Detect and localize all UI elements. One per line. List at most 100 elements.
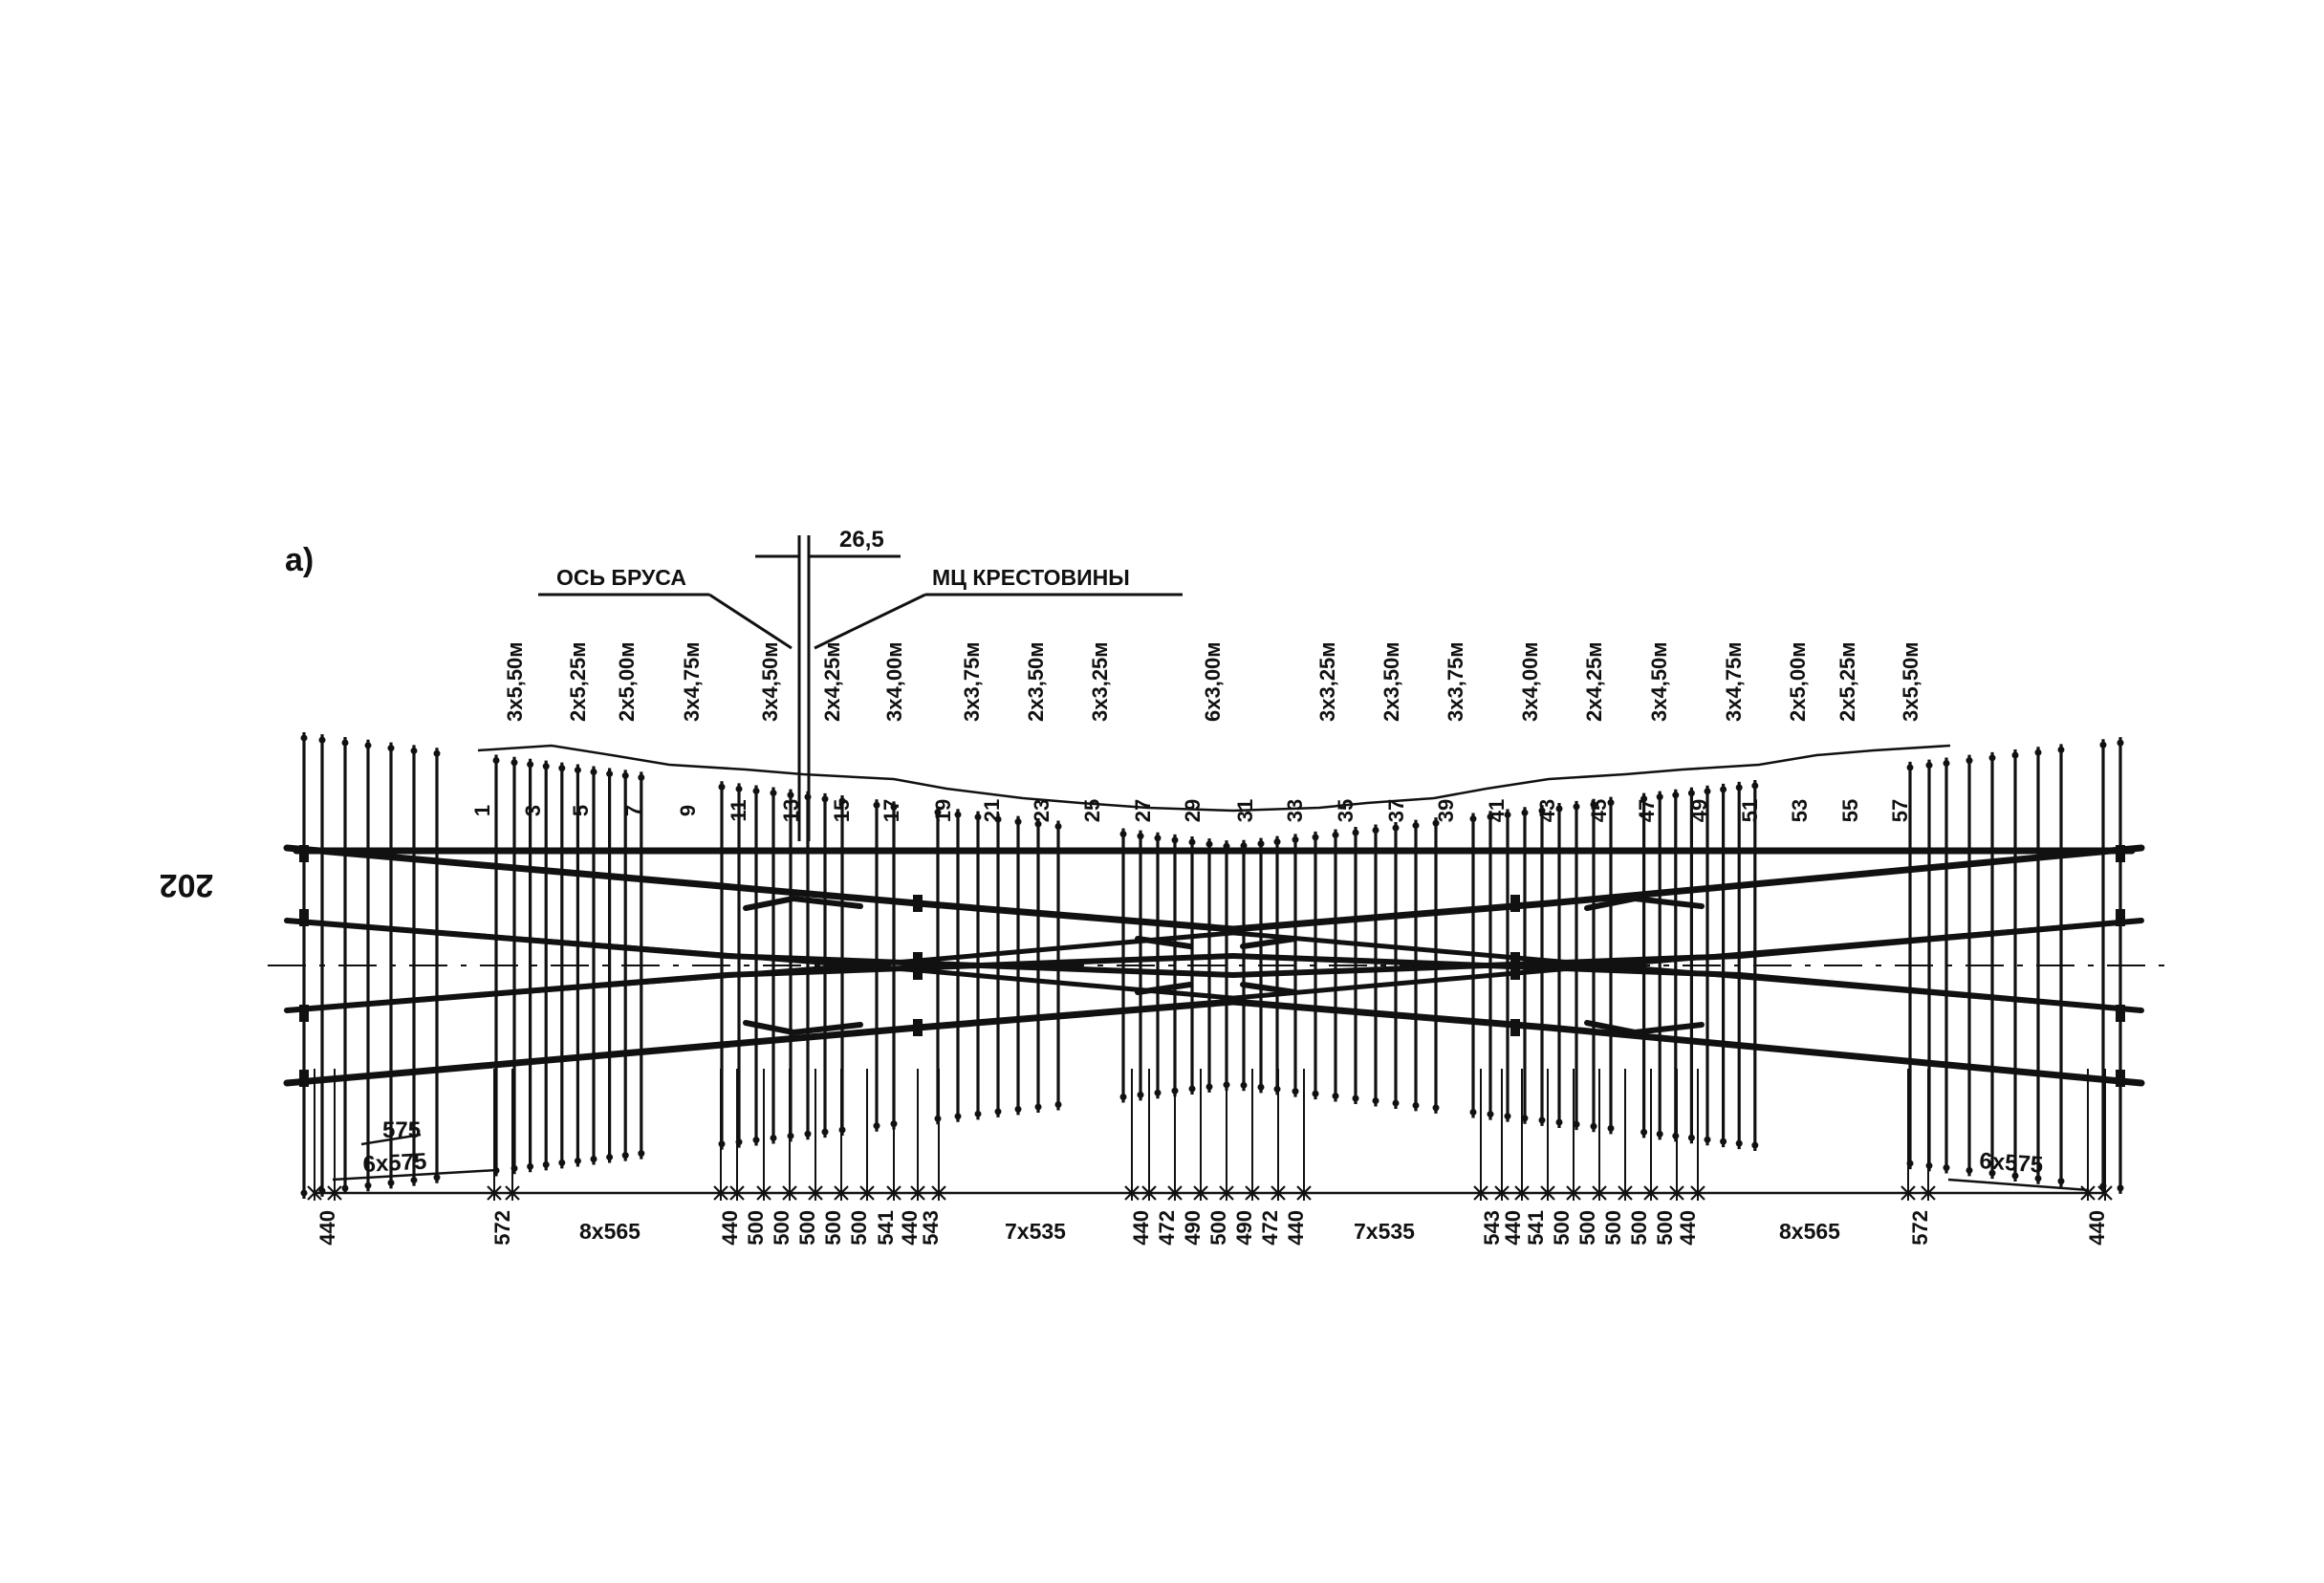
tie-end bbox=[1372, 1096, 1379, 1104]
spacing-dimension-label: 8х565 bbox=[1779, 1219, 1840, 1244]
spacing-dimension-label: 500 bbox=[1206, 1210, 1230, 1246]
rail bbox=[1229, 998, 2145, 1087]
tie-end bbox=[2057, 746, 2065, 753]
frog-center-label: МЦ КРЕСТОВИНЫ bbox=[932, 565, 1130, 590]
tie-end bbox=[1704, 1136, 1711, 1143]
bar-group-brace bbox=[477, 744, 1951, 813]
tie-end bbox=[1188, 1085, 1196, 1093]
rail-joint bbox=[913, 895, 923, 912]
tie-end bbox=[1432, 1104, 1440, 1112]
tie-end bbox=[1640, 1128, 1648, 1136]
tie-end bbox=[1687, 1134, 1695, 1141]
bar-number-label: 27 bbox=[1131, 799, 1155, 822]
tie-end bbox=[1240, 1081, 1248, 1089]
bar-length-group-label: 3х4,00м bbox=[882, 641, 906, 722]
tie-end bbox=[1119, 1093, 1127, 1100]
tie-end bbox=[1054, 823, 1062, 831]
bar-number-label: 3 bbox=[521, 805, 545, 816]
rail bbox=[1584, 1020, 1705, 1035]
dimension-tick bbox=[1494, 1185, 1510, 1201]
tie-end bbox=[873, 1122, 880, 1130]
rail-joint bbox=[1510, 1019, 1520, 1036]
leaders bbox=[538, 535, 1183, 841]
tie-end bbox=[1687, 790, 1695, 797]
rail bbox=[743, 1020, 863, 1035]
tie-end bbox=[1966, 1166, 1973, 1174]
spacing-dimension-label: 500 bbox=[795, 1210, 819, 1246]
detail-dimension-left-single: 575 bbox=[382, 1117, 421, 1143]
bar-length-group-label: 2х5,25м bbox=[1835, 641, 1859, 722]
tie-end bbox=[1720, 786, 1727, 793]
tie-end bbox=[590, 1156, 597, 1163]
spacing-dimension-label: 472 bbox=[1155, 1210, 1179, 1246]
spacing-dimension-label: 500 bbox=[1550, 1210, 1574, 1246]
bar-axis-label: ОСЬ БРУСА bbox=[556, 565, 686, 590]
tie-end bbox=[1014, 818, 1022, 826]
spacing-dimension-label: 500 bbox=[821, 1210, 845, 1246]
dimension-tick bbox=[808, 1185, 823, 1201]
tie-end bbox=[1573, 1120, 1580, 1128]
tie-end bbox=[1538, 1117, 1546, 1124]
tie-end bbox=[770, 1134, 777, 1141]
dimension-tick bbox=[756, 1185, 771, 1201]
bar-length-group-label: 3х3,75м bbox=[960, 641, 984, 722]
tie-end bbox=[821, 1128, 829, 1136]
rail-joint bbox=[1510, 963, 1520, 980]
tie-end bbox=[1312, 834, 1319, 841]
tie-end bbox=[934, 809, 942, 816]
tie-end bbox=[1014, 1105, 1022, 1113]
tie-end bbox=[1943, 1164, 1950, 1172]
tie-end bbox=[1332, 1093, 1339, 1100]
tie-end bbox=[1672, 792, 1680, 799]
bar-numbers: 1357911131517192123252729313335373941434… bbox=[470, 799, 1912, 822]
dimension-tick bbox=[1124, 1185, 1140, 1201]
tie-end bbox=[1487, 1111, 1494, 1118]
tie-end bbox=[1292, 835, 1299, 843]
tie-end bbox=[838, 797, 846, 805]
dimension-tick bbox=[1245, 1185, 1260, 1201]
tie-end bbox=[1412, 822, 1420, 830]
tie-end bbox=[574, 1157, 581, 1164]
spacing-dimension-label: 7х535 bbox=[1354, 1219, 1415, 1244]
tie-end bbox=[752, 1137, 760, 1144]
spacing-dimension-label: 7х535 bbox=[1005, 1219, 1066, 1244]
dimension-tick bbox=[1566, 1185, 1581, 1201]
tie-end bbox=[1672, 1132, 1680, 1139]
rail bbox=[1240, 936, 1298, 949]
bar-number-label: 29 bbox=[1181, 799, 1205, 822]
bar-number-label: 5 bbox=[569, 805, 593, 816]
tie-end bbox=[638, 1150, 645, 1158]
bar-length-group-label: 2х3,50м bbox=[1379, 641, 1403, 722]
tie-end bbox=[1925, 762, 1933, 770]
bar-length-group-label: 2х3,50м bbox=[1024, 641, 1048, 722]
bar-number-label: 51 bbox=[1738, 799, 1762, 822]
dimension-tick bbox=[327, 1185, 342, 1201]
offset-dimension-label: 26,5 bbox=[839, 527, 884, 553]
tie-end bbox=[2117, 1184, 2124, 1192]
tie-end bbox=[1521, 1115, 1529, 1122]
tie-end bbox=[770, 790, 777, 797]
dimension-tick bbox=[1643, 1185, 1659, 1201]
dimension-tick bbox=[1900, 1185, 1916, 1201]
rail bbox=[1230, 918, 2144, 978]
bar-number-label: 33 bbox=[1283, 799, 1307, 822]
bar-length-group-label: 3х4,75м bbox=[680, 641, 704, 722]
page-number: 202 bbox=[160, 867, 214, 903]
spacing-dimension-label: 500 bbox=[847, 1210, 871, 1246]
dimension-tick bbox=[1219, 1185, 1234, 1201]
spacing-dimension-label: 500 bbox=[1627, 1210, 1651, 1246]
tie-end bbox=[1257, 1083, 1265, 1091]
tie-end bbox=[1312, 1090, 1319, 1097]
tie-end bbox=[1607, 1124, 1615, 1132]
rail-joint bbox=[1510, 895, 1520, 912]
tie-end bbox=[606, 770, 614, 777]
figure-label: а) bbox=[285, 542, 314, 578]
dimension-tick bbox=[1690, 1185, 1705, 1201]
dimension-tick bbox=[931, 1185, 946, 1201]
tie-end bbox=[1137, 833, 1144, 840]
tie-end bbox=[492, 757, 500, 765]
bar-number-label: 57 bbox=[1888, 799, 1912, 822]
bar-number-label: 39 bbox=[1434, 799, 1458, 822]
tie-end bbox=[1573, 803, 1580, 811]
